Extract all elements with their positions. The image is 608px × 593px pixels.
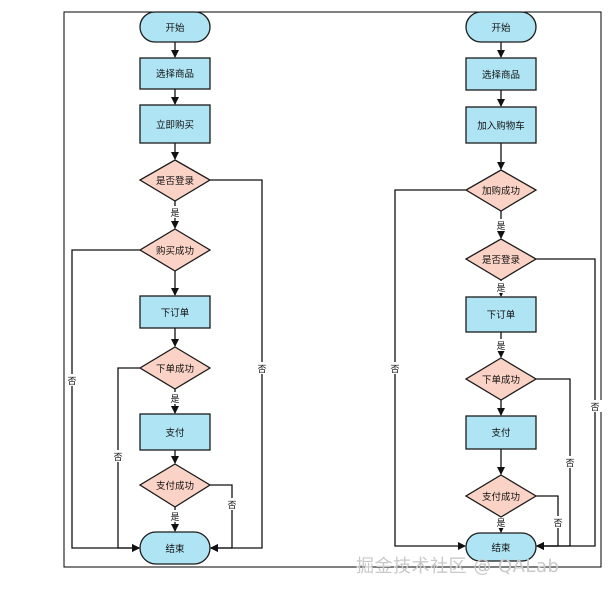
left-node-select (139, 57, 211, 90)
left-node-buy-ok-label: 购买成功 (156, 245, 194, 257)
left-node-buy-ok (138, 228, 212, 272)
left-node-pay-ok-label: 支付成功 (156, 480, 194, 492)
right-label-yes-4: 是 (496, 518, 505, 529)
right-node-is-login-label: 是否登录 (482, 255, 521, 266)
right-flowchart: 是 是 是 是 否 否 否 否 开始 选择商品 加入购物车 加购成功 是否登录 … (388, 11, 602, 562)
right-node-order-label: 下订单 (487, 309, 516, 321)
right-node-pay (465, 415, 537, 450)
right-node-is-login (464, 238, 538, 281)
right-node-select-label: 选择商品 (482, 69, 520, 81)
left-flowchart: 是 是 是 否 否 否 否 开始 选择商品 立即购买 是否登录 购买成功 下订单… (65, 11, 269, 565)
left-node-pay (139, 413, 211, 451)
left-label-yes-3: 是 (170, 512, 179, 523)
right-label-no-add: 否 (390, 364, 399, 375)
left-label-no-pay: 否 (227, 500, 236, 511)
right-label-yes-1: 是 (496, 221, 505, 232)
right-label-no-pay: 否 (553, 518, 562, 529)
right-node-pay-ok (464, 474, 538, 518)
right-node-pay-ok-label: 支付成功 (482, 491, 520, 503)
left-node-start (139, 11, 211, 43)
right-node-add-cart-label: 加入购物车 (477, 120, 525, 132)
left-node-end (139, 531, 211, 565)
right-node-order-ok-label: 下单成功 (482, 374, 520, 386)
right-node-add-ok (464, 169, 538, 212)
left-node-select-label: 选择商品 (156, 68, 194, 80)
right-node-end (465, 532, 537, 562)
left-node-is-login-label: 是否登录 (156, 176, 195, 187)
right-node-order (465, 296, 537, 333)
right-node-pay-label: 支付 (491, 427, 511, 439)
right-label-no-order: 否 (565, 458, 574, 469)
left-node-order-ok-label: 下单成功 (156, 363, 194, 375)
watermark: 掘金技术社区 @ QALab (356, 556, 560, 577)
right-edge-login-no (536, 258, 596, 550)
left-edge-payok-no (210, 484, 233, 552)
left-node-order-label: 下订单 (161, 307, 190, 319)
left-edge-buyok-no (71, 249, 140, 552)
right-edge-addok-no (394, 189, 466, 550)
left-node-order-ok (138, 346, 212, 390)
left-node-pay-ok (138, 463, 212, 508)
left-node-buy-now (139, 104, 211, 144)
right-label-no-login: 否 (590, 402, 599, 413)
left-node-end-label: 结束 (165, 543, 185, 555)
diagram-frame (63, 11, 602, 568)
right-node-order-ok (464, 357, 538, 401)
right-node-start-label: 开始 (491, 22, 511, 34)
right-label-yes-2: 是 (496, 283, 505, 294)
left-node-is-login (138, 159, 212, 202)
left-edge-login-no (210, 179, 263, 552)
left-node-buy-now-label: 立即购买 (156, 119, 194, 131)
right-node-select (465, 57, 537, 91)
right-node-add-cart (465, 106, 537, 144)
right-node-end-label: 结束 (491, 542, 511, 554)
left-node-order (139, 295, 211, 329)
left-label-no-login: 否 (257, 364, 266, 375)
left-label-yes-2: 是 (170, 394, 179, 405)
right-label-yes-3: 是 (496, 341, 505, 352)
left-node-pay-label: 支付 (165, 427, 185, 439)
left-label-no-order: 否 (113, 452, 122, 463)
right-node-add-ok-label: 加购成功 (482, 185, 520, 197)
left-label-yes-1: 是 (170, 208, 179, 219)
left-label-no-buy: 否 (67, 376, 76, 387)
right-node-start (465, 11, 537, 43)
left-node-start-label: 开始 (165, 22, 185, 34)
